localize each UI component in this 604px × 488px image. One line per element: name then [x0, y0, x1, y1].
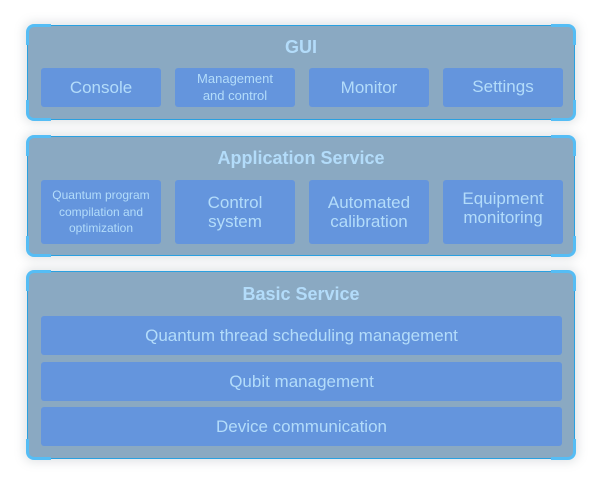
corner-accent [26, 135, 51, 156]
app-item-quantum-program-compilation: Quantum program compilation and optimiza… [41, 180, 161, 244]
gui-item-monitor: Monitor [309, 68, 429, 107]
corner-accent [26, 270, 51, 291]
app-item-equipment-monitoring: Equipment monitoring [443, 180, 563, 244]
gui-item-console: Console [41, 68, 161, 107]
corner-accent [551, 270, 576, 291]
corner-accent [551, 100, 576, 121]
basic-item-qubit-management: Qubit management [41, 362, 562, 401]
corner-accent [551, 24, 576, 45]
corner-accent [26, 100, 51, 121]
gui-item-settings: Settings [443, 68, 563, 107]
basic-service-title: Basic Service [242, 284, 360, 304]
corner-accent [26, 24, 51, 45]
corner-accent [551, 439, 576, 460]
application-service-layer: Application Service Quantum program comp… [26, 135, 576, 257]
corner-accent [26, 439, 51, 460]
basic-item-device-communication: Device communication [41, 407, 562, 446]
app-item-automated-calibration: Automated calibration [309, 180, 429, 244]
application-service-title: Application Service [217, 148, 385, 168]
basic-service-layer: Basic Service Quantum thread scheduling … [26, 270, 576, 460]
gui-layer: GUI Console Management and control Monit… [26, 24, 576, 121]
corner-accent [26, 236, 51, 257]
basic-item-quantum-thread-scheduling: Quantum thread scheduling management [41, 316, 562, 355]
gui-layer-title: GUI [284, 37, 317, 57]
corner-accent [551, 236, 576, 257]
corner-accent [551, 135, 576, 156]
gui-item-management-and-control: Management and control [175, 68, 295, 107]
app-item-control-system: Control system [175, 180, 295, 244]
